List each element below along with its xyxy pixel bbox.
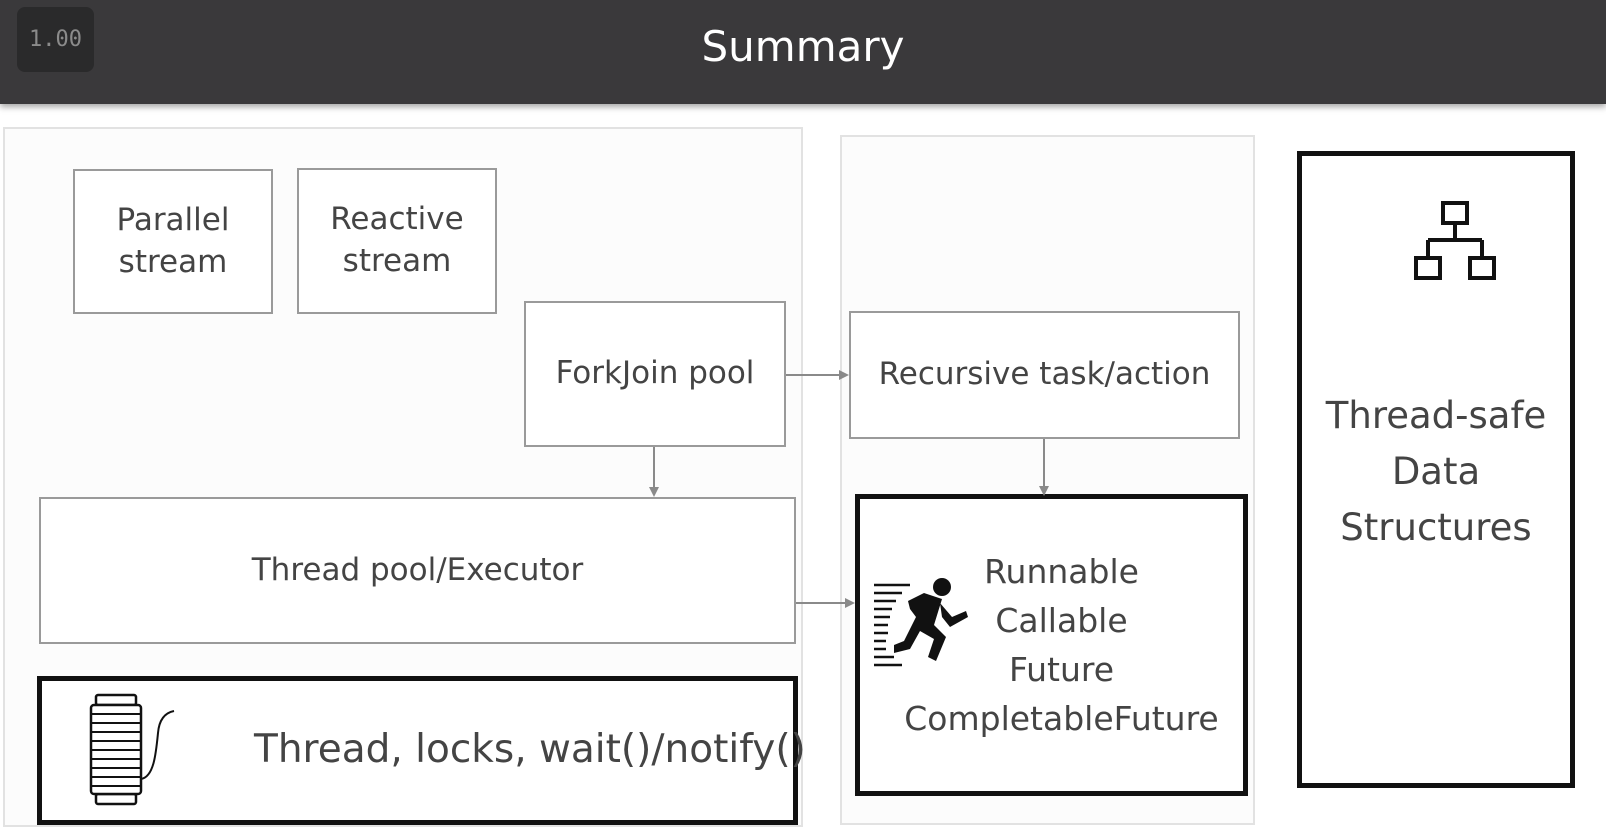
- runner-icon: [872, 577, 972, 672]
- thread-primitives-box: Thread, locks, wait()/notify(): [37, 676, 806, 825]
- reactive-stream-line-2: stream: [342, 243, 452, 279]
- reactive-stream-box: Reactive stream: [297, 168, 497, 314]
- data-structures-box: Thread-safe Data Structures: [1297, 151, 1575, 788]
- thread-pool-label: Thread pool/Executor: [251, 551, 584, 588]
- recursive-task-box: Recursive task/action: [849, 311, 1240, 439]
- forkjoin-pool-box: ForkJoin pool: [524, 301, 786, 447]
- data-structures-line-2: Data: [1391, 450, 1481, 493]
- page-title: Summary: [701, 21, 905, 71]
- header-bar: Summary 1.00: [0, 0, 1606, 104]
- thread-spool-icon: [88, 693, 188, 808]
- playback-speed-badge[interactable]: 1.00: [17, 7, 94, 72]
- data-structures-line-1: Thread-safe: [1325, 394, 1547, 437]
- task-types-box: Runnable Callable Future CompletableFutu…: [855, 494, 1248, 796]
- task-type-completablefuture: CompletableFuture: [904, 699, 1219, 738]
- thread-pool-box: Thread pool/Executor: [39, 497, 796, 644]
- task-type-runnable: Runnable: [984, 552, 1139, 591]
- thread-primitives-label: Thread, locks, wait()/notify(): [254, 727, 806, 773]
- hierarchy-icon: [1412, 200, 1498, 286]
- reactive-stream-line-1: Reactive: [330, 201, 464, 238]
- task-type-callable: Callable: [995, 601, 1128, 640]
- parallel-stream-line-2: stream: [118, 243, 228, 280]
- parallel-stream-line-1: Parallel: [116, 201, 230, 238]
- recursive-task-label: Recursive task/action: [878, 356, 1211, 393]
- parallel-stream-box: Parallel stream: [73, 169, 273, 314]
- task-type-future: Future: [1008, 650, 1115, 689]
- forkjoin-pool-label: ForkJoin pool: [555, 355, 755, 392]
- data-structures-line-3: Structures: [1340, 506, 1532, 549]
